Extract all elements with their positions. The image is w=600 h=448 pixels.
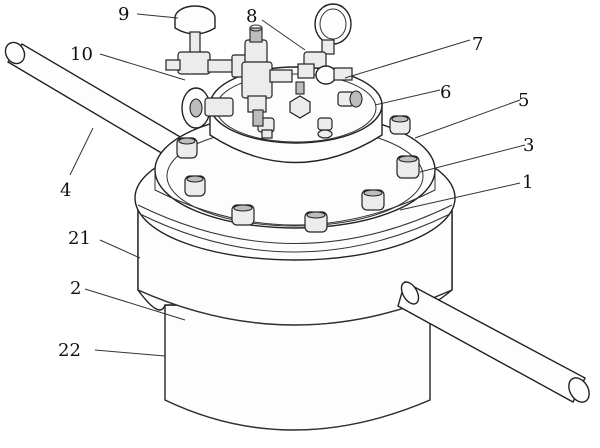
bolt-2 bbox=[184, 175, 206, 197]
label-6: 6 bbox=[440, 82, 451, 103]
right-handle-rod bbox=[397, 280, 590, 403]
lid-bolts bbox=[176, 115, 420, 233]
label-10: 10 bbox=[70, 44, 93, 65]
bolt-6 bbox=[396, 155, 420, 179]
bolt-3 bbox=[231, 204, 255, 226]
label-21: 21 bbox=[68, 228, 91, 249]
gauge-assembly-right bbox=[297, 3, 353, 85]
label-1: 1 bbox=[522, 172, 533, 193]
label-9: 9 bbox=[118, 4, 129, 25]
bolt-5 bbox=[361, 189, 385, 211]
cap-fittings bbox=[257, 81, 363, 139]
valve-assembly-left bbox=[165, 5, 293, 129]
label-4: 4 bbox=[60, 180, 71, 201]
leader-lines bbox=[69, 13, 526, 357]
bolt-1 bbox=[176, 137, 198, 159]
label-5: 5 bbox=[518, 90, 529, 111]
bolt-4 bbox=[304, 211, 328, 233]
label-7: 7 bbox=[472, 34, 483, 55]
left-handle-rod bbox=[4, 41, 183, 159]
label-22: 22 bbox=[58, 340, 81, 361]
label-3: 3 bbox=[523, 135, 534, 156]
label-2: 2 bbox=[70, 278, 81, 299]
label-8: 8 bbox=[246, 6, 257, 27]
bolt-7 bbox=[389, 115, 411, 135]
lower-cylinder bbox=[164, 304, 431, 431]
part-labels: 9 8 10 7 6 5 4 3 1 21 2 22 bbox=[58, 4, 534, 361]
